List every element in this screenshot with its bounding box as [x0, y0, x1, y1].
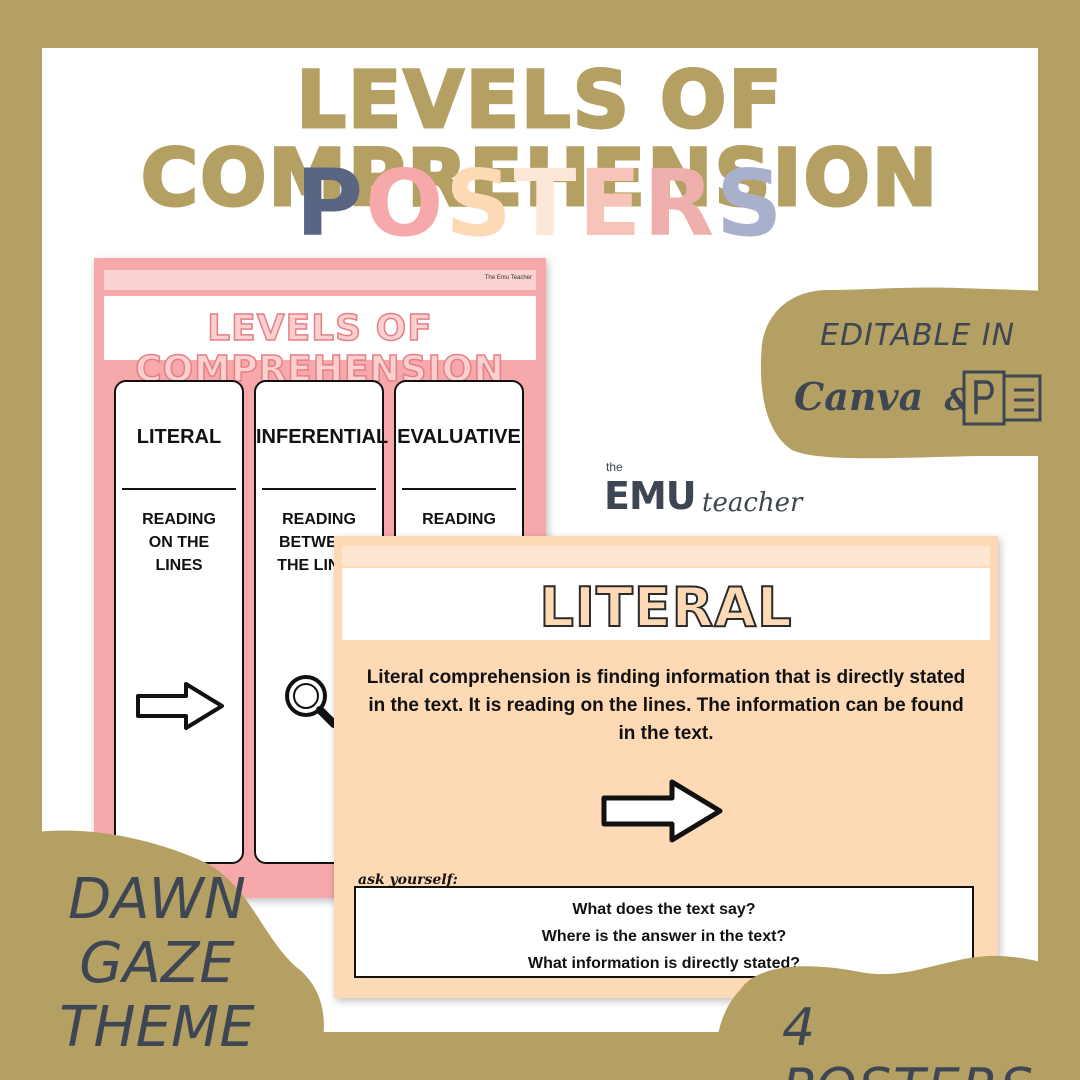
pink-top-band [104, 270, 536, 290]
peach-body-text: Literal comprehension is finding informa… [366, 667, 966, 744]
posters-letter: O [365, 150, 446, 257]
magnifier-icon [285, 675, 338, 728]
arrow-icon [136, 682, 224, 730]
posters-letter: T [513, 150, 579, 257]
theme-line: THEME [59, 995, 255, 1060]
theme-line: GAZE [79, 931, 235, 996]
logo-teacher: teacher [702, 488, 803, 518]
editable-in-text: EDITABLE IN [820, 318, 1016, 353]
peach-header: LITERAL [342, 568, 990, 640]
column-divider [262, 488, 376, 490]
question: Where is the answer in the text? [541, 928, 787, 945]
posters-letter: S [445, 150, 514, 257]
logo-emu: EMU [604, 474, 697, 518]
canva-word: Canva [794, 374, 924, 419]
posters-letter: P [295, 150, 366, 257]
question: What information is directly stated? [527, 955, 801, 972]
canva-text: Canva & [794, 374, 972, 419]
column-head: EVALUATIVE [397, 426, 521, 448]
poster-count: 4 POSTERS [782, 998, 1033, 1080]
theme-line: DAWN [68, 867, 246, 932]
arrow-icon [601, 779, 723, 843]
pink-title: LEVELS OF COMPREHENSION [135, 307, 505, 391]
posters-subtitle: POSTERS [0, 158, 1080, 250]
column-head: LITERAL [136, 426, 222, 448]
peach-title: LITERAL [538, 575, 793, 640]
logo-the: the [606, 460, 623, 474]
posters-letter: R [643, 150, 717, 257]
questions-box: What does the text say? Where is the ans… [354, 886, 974, 978]
posters-letter: S [716, 150, 785, 257]
question: What does the text say? [572, 901, 756, 918]
ask-yourself-label: ask yourself: [358, 872, 458, 888]
posters-letter: E [578, 150, 644, 257]
pink-header: LEVELS OF COMPREHENSION [104, 296, 536, 391]
peach-top-band [342, 546, 990, 566]
peach-poster: LITERAL Literal comprehension is finding… [334, 536, 998, 998]
column-head: INFERENTIAL [256, 426, 389, 448]
column-divider [402, 488, 516, 490]
theme-badge-shape [0, 830, 324, 1080]
main-title: LEVELS OF COMPREHENSION [139, 56, 940, 224]
powerpoint-icon [962, 370, 1042, 426]
pink-brand: The Emu Teacher [484, 275, 532, 281]
count-badge-shape [716, 955, 1080, 1080]
column-divider [122, 488, 236, 490]
